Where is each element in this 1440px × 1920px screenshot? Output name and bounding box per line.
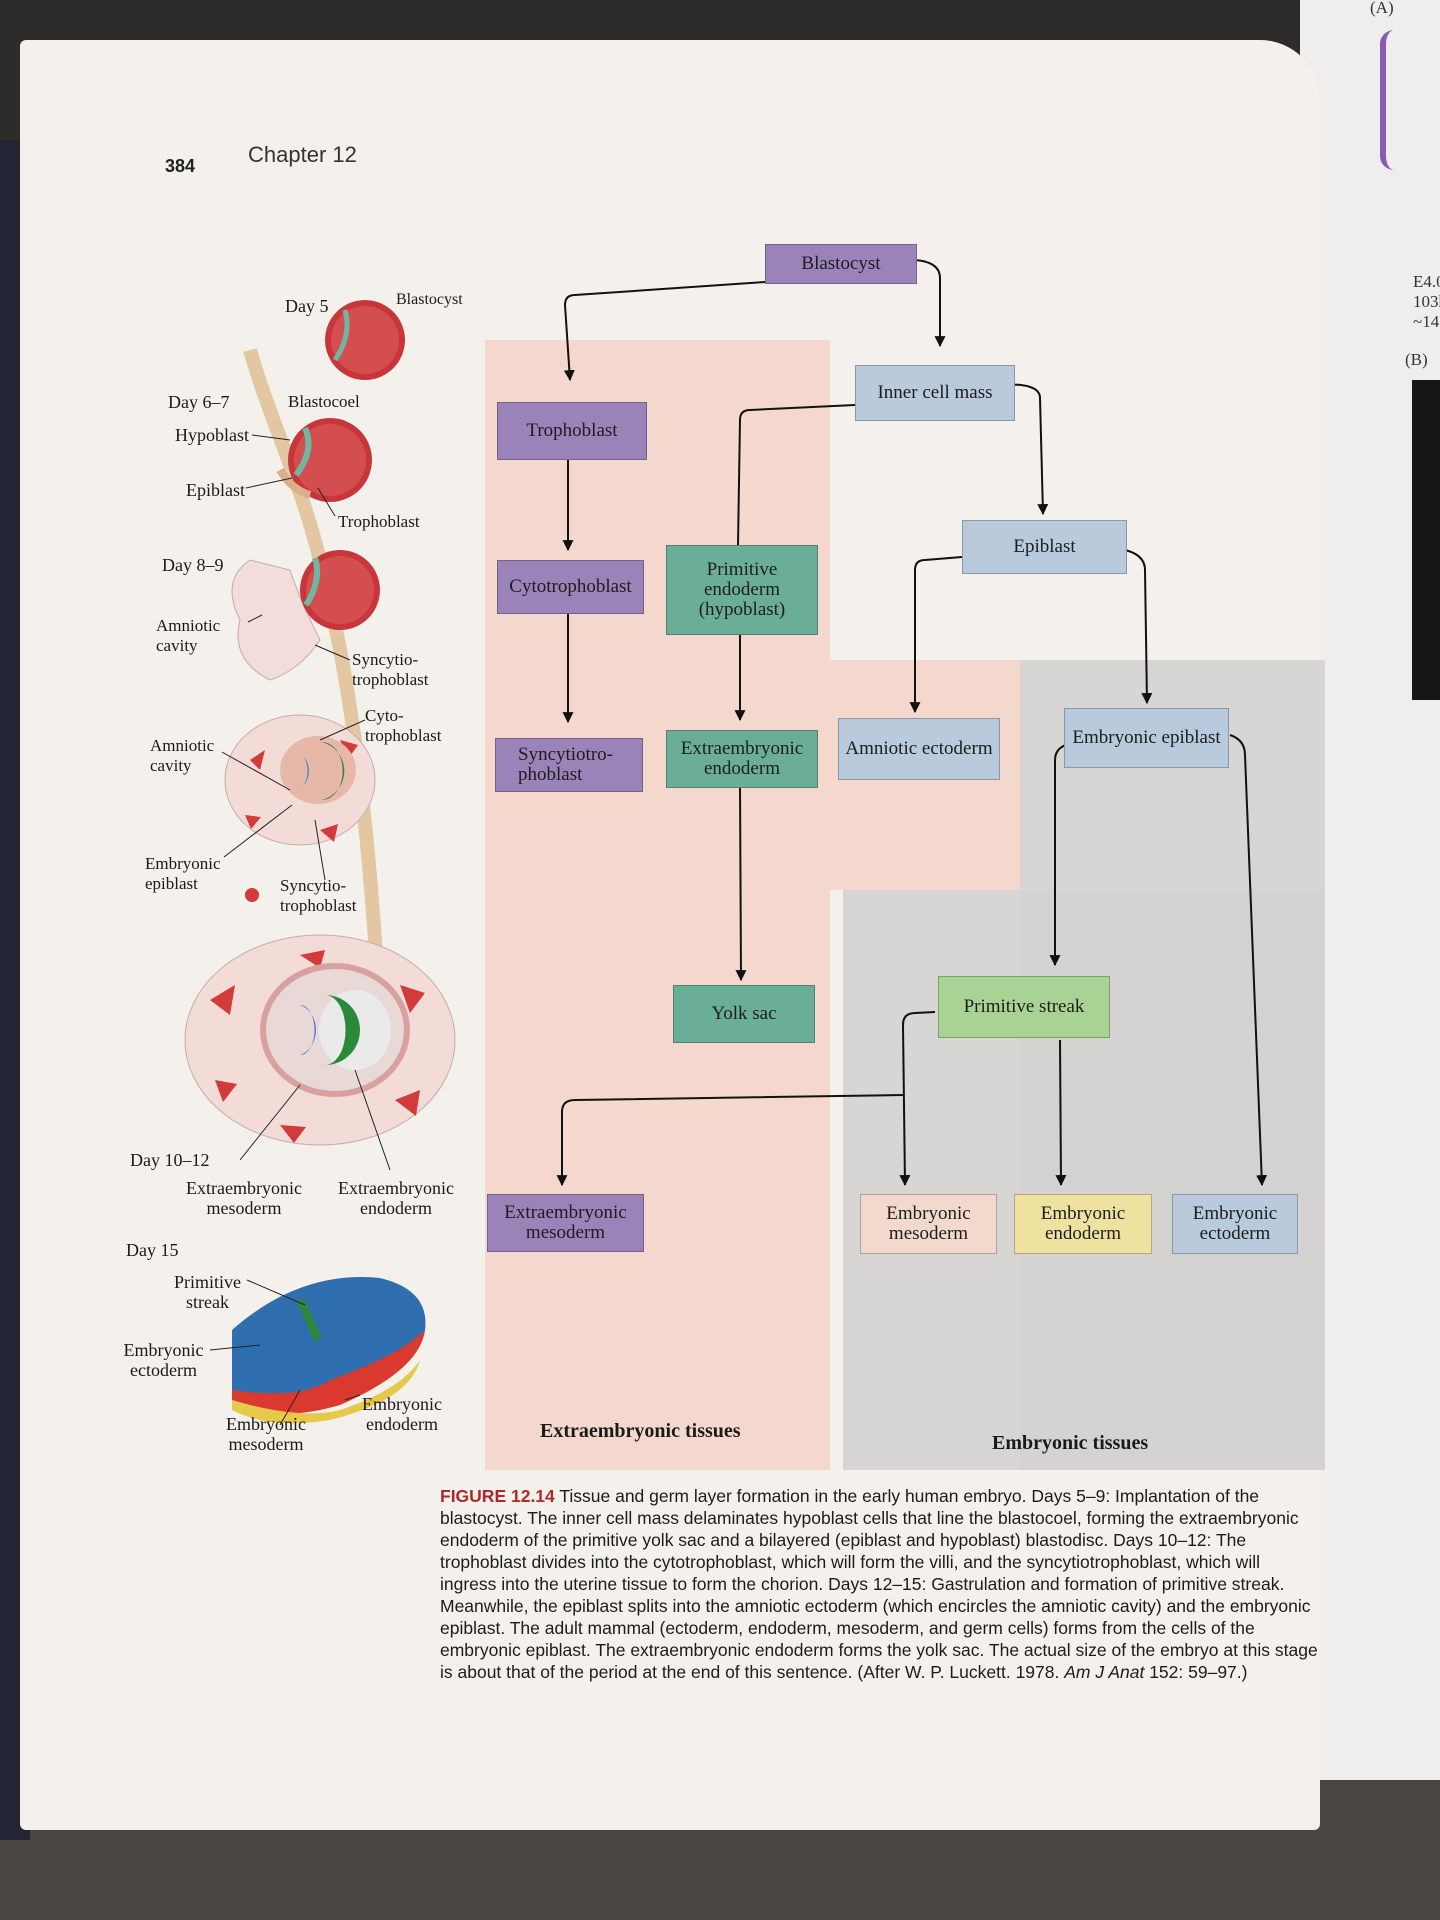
- label-amniotic-cavity: Amniotic cavity: [156, 616, 221, 655]
- label-day1012: Day 10–12: [130, 1150, 210, 1170]
- label-embryonic-epiblast: Embryonic epiblast: [145, 854, 221, 893]
- embryonic-disc-day15-illustration: [232, 1277, 426, 1424]
- flowchart-connectors: [556, 259, 1268, 1187]
- box-extraembryonic-endoderm: Extraembryonic endoderm: [666, 730, 818, 788]
- figure-caption: FIGURE 12.14 Tissue and germ layer forma…: [440, 1485, 1320, 1683]
- caption-text: Tissue and germ layer formation in the e…: [440, 1486, 1318, 1682]
- label-extraembryonic-mesoderm: Extraembryonic mesoderm: [186, 1178, 302, 1218]
- box-inner-cell-mass: Inner cell mass: [855, 365, 1015, 421]
- label-day15: Day 15: [126, 1240, 179, 1260]
- uterine-wall: [243, 348, 387, 1011]
- label-day89: Day 8–9: [162, 555, 224, 575]
- box-blastocyst: Blastocyst: [765, 244, 917, 284]
- box-cytotrophoblast: Cytotrophoblast: [497, 560, 644, 614]
- label-amniotic-cavity: Amniotic cavity: [150, 736, 215, 775]
- label-day5: Day 5: [285, 296, 329, 316]
- figure-number: FIGURE 12.14: [440, 1486, 555, 1506]
- box-embryonic-epiblast: Embryonic epiblast: [1064, 708, 1229, 768]
- box-embryonic-ectoderm: Embryonic ectoderm: [1172, 1194, 1298, 1254]
- leader-lines: [209, 434, 391, 1426]
- box-primitive-endoderm: Primitive endoderm (hypoblast): [666, 545, 818, 635]
- label-embryonic-mesoderm: Embryonic mesoderm: [226, 1414, 306, 1454]
- embryo-day89-illustration: [231, 550, 380, 681]
- label-embryonic-ectoderm: Embryonic ectoderm: [123, 1340, 204, 1380]
- box-syncytiotrophoblast: Syncytiotro- phoblast: [495, 738, 643, 792]
- label-blastocoel: Blastocoel: [288, 392, 360, 411]
- label-syncytiotrophoblast: Syncytio- trophoblast: [352, 650, 429, 689]
- label-syncytiotrophoblast: Syncytio- trophoblast: [280, 876, 357, 915]
- next-page-label: ~14.: [1413, 312, 1440, 331]
- label-primitive-streak: Primitive streak: [174, 1272, 241, 1312]
- label-blastocyst: Blastocyst: [396, 291, 463, 308]
- label-trophoblast: Trophoblast: [338, 512, 420, 531]
- caption-citation: Am J Anat: [1064, 1662, 1145, 1682]
- label-embryonic-endoderm: Embryonic endoderm: [362, 1394, 442, 1434]
- section-extraembryonic-tissues: Extraembryonic tissues: [540, 1420, 741, 1442]
- embryo-day1012-illustration: [184, 934, 456, 1146]
- caption-citation-tail: 152: 59–97.): [1149, 1662, 1248, 1682]
- label-cytotrophoblast: Cyto- trophoblast: [365, 706, 442, 745]
- next-page-label: E4.0: [1413, 272, 1440, 291]
- label-epiblast: Epiblast: [186, 480, 245, 500]
- next-page-label: (B): [1405, 350, 1428, 369]
- box-epiblast: Epiblast: [962, 520, 1127, 574]
- next-page-label: 103h: [1413, 292, 1440, 311]
- next-page-label: (A): [1370, 0, 1394, 17]
- label-day67: Day 6–7: [168, 392, 230, 412]
- extraembryonic-region: [485, 340, 830, 1470]
- section-embryonic-tissues: Embryonic tissues: [992, 1432, 1149, 1454]
- box-primitive-streak: Primitive streak: [938, 976, 1110, 1038]
- box-amniotic-ectoderm: Amniotic ectoderm: [838, 718, 1000, 780]
- box-embryonic-mesoderm: Embryonic mesoderm: [860, 1194, 997, 1254]
- label-hypoblast: Hypoblast: [175, 425, 249, 445]
- chapter-label: Chapter 12: [248, 142, 357, 167]
- blastocyst-day5-illustration: [325, 300, 405, 380]
- box-trophoblast: Trophoblast: [497, 402, 647, 460]
- box-embryonic-endoderm: Embryonic endoderm: [1014, 1194, 1152, 1254]
- box-extraembryonic-mesoderm: Extraembryonic mesoderm: [487, 1194, 644, 1252]
- embryo-implanted-illustration: [224, 714, 376, 902]
- page-number: 384: [165, 156, 196, 176]
- label-extraembryonic-endoderm: Extraembryonic endoderm: [338, 1178, 454, 1218]
- blastocyst-day67-illustration: [276, 418, 372, 502]
- box-yolk-sac: Yolk sac: [673, 985, 815, 1043]
- next-page-figure-strand: [1380, 30, 1408, 170]
- next-page-figure: [1412, 380, 1440, 700]
